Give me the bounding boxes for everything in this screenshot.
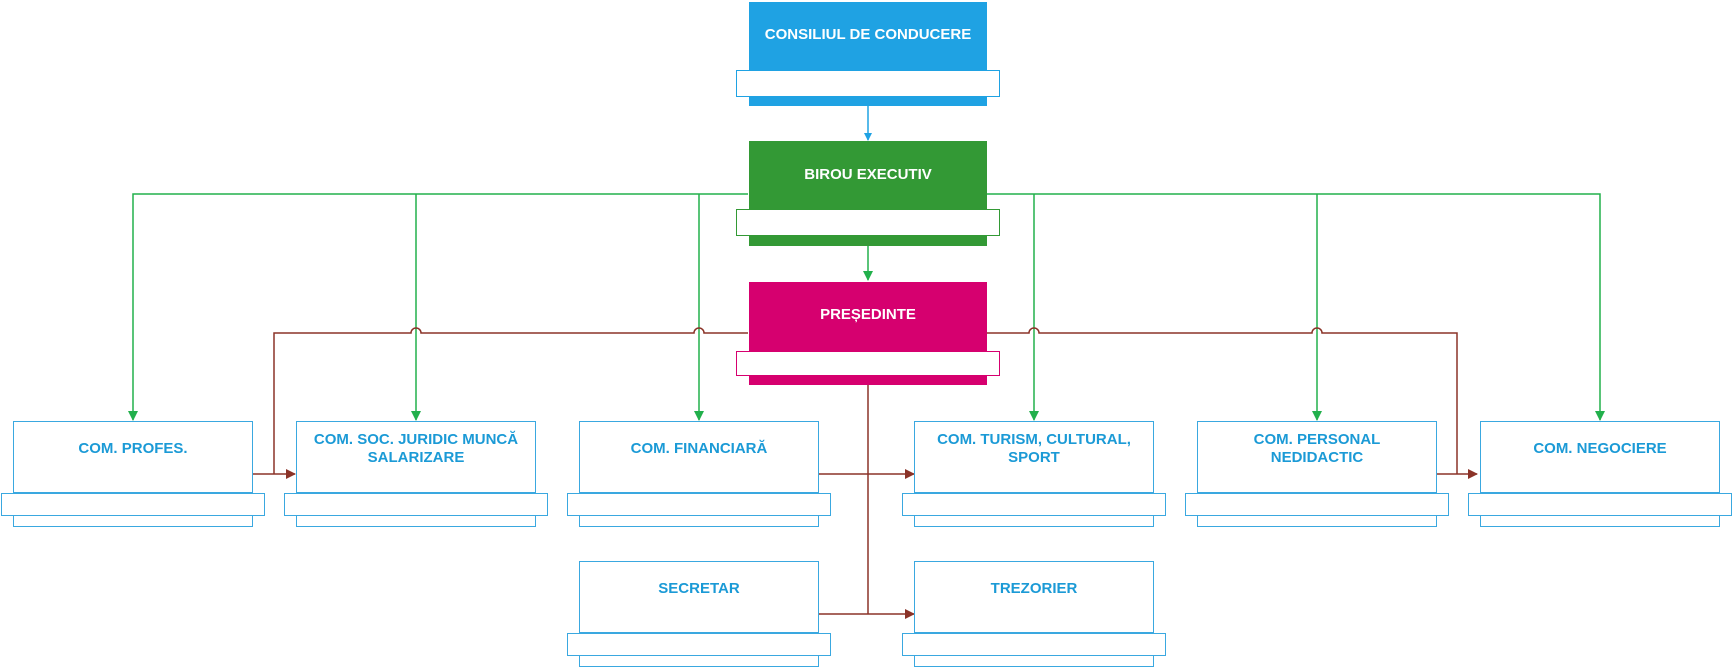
com-turism-node: COM. TURISM, CULTURAL, SPORT [902, 421, 1166, 527]
com-financiara-label: COM. FINANCIARĂ [630, 440, 768, 457]
com-personal-tab [1185, 493, 1449, 516]
com-financiara-box: COM. FINANCIARĂ [579, 421, 819, 493]
red-connectors [245, 327, 1478, 619]
trezorier-node: TREZORIER [902, 561, 1166, 667]
consiliu-label: CONSILIUL DE CONDUCERE [764, 26, 972, 43]
secretar-box: SECRETAR [579, 561, 819, 633]
secretar-label: SECRETAR [658, 580, 740, 597]
com-negociere-node: COM. NEGOCIERE [1468, 421, 1732, 527]
green-connectors [128, 193, 1605, 421]
trezorier-tab [902, 633, 1166, 656]
consiliu-tab [736, 70, 1000, 97]
com-juridic-node: COM. SOC. JURIDIC MUNCĂ SALARIZARE [284, 421, 548, 527]
presedinte-tab [736, 351, 1000, 376]
com-financiara-node: COM. FINANCIARĂ [567, 421, 831, 527]
com-negociere-tab [1468, 493, 1732, 516]
com-profes-label: COM. PROFES. [78, 440, 188, 457]
secretar-base [579, 656, 819, 667]
com-personal-node: COM. PERSONAL NEDIDACTIC [1185, 421, 1449, 527]
presedinte-label: PREȘEDINTE [820, 305, 916, 323]
com-profes-node: COM. PROFES. [1, 421, 265, 527]
trezorier-base [914, 656, 1154, 667]
secretar-node: SECRETAR [567, 561, 831, 667]
com-turism-tab [902, 493, 1166, 516]
com-juridic-base [296, 516, 536, 527]
com-negociere-base [1480, 516, 1720, 527]
trezorier-label: TREZORIER [990, 580, 1078, 597]
consiliu-node: CONSILIUL DE CONDUCERE [736, 2, 1000, 106]
com-financiara-tab [567, 493, 831, 516]
com-personal-label: COM. PERSONAL NEDIDACTIC [1253, 431, 1381, 466]
trezorier-box: TREZORIER [914, 561, 1154, 633]
com-personal-base [1197, 516, 1437, 527]
com-profes-tab [1, 493, 265, 516]
secretar-tab [567, 633, 831, 656]
birou-label: BIROU EXECUTIV [804, 165, 932, 183]
com-turism-label: COM. TURISM, CULTURAL, SPORT [937, 431, 1131, 466]
com-personal-box: COM. PERSONAL NEDIDACTIC [1197, 421, 1437, 493]
birou-node: BIROU EXECUTIV [736, 141, 1000, 246]
presedinte-node: PREȘEDINTE [736, 282, 1000, 385]
com-turism-box: COM. TURISM, CULTURAL, SPORT [914, 421, 1154, 493]
com-juridic-box: COM. SOC. JURIDIC MUNCĂ SALARIZARE [296, 421, 536, 493]
birou-tab [736, 209, 1000, 236]
com-turism-base [914, 516, 1154, 527]
com-profes-base [13, 516, 253, 527]
com-negociere-box: COM. NEGOCIERE [1480, 421, 1720, 493]
com-juridic-label: COM. SOC. JURIDIC MUNCĂ SALARIZARE [313, 431, 519, 466]
com-juridic-tab [284, 493, 548, 516]
com-financiara-base [579, 516, 819, 527]
com-profes-box: COM. PROFES. [13, 421, 253, 493]
com-negociere-label: COM. NEGOCIERE [1533, 440, 1667, 457]
